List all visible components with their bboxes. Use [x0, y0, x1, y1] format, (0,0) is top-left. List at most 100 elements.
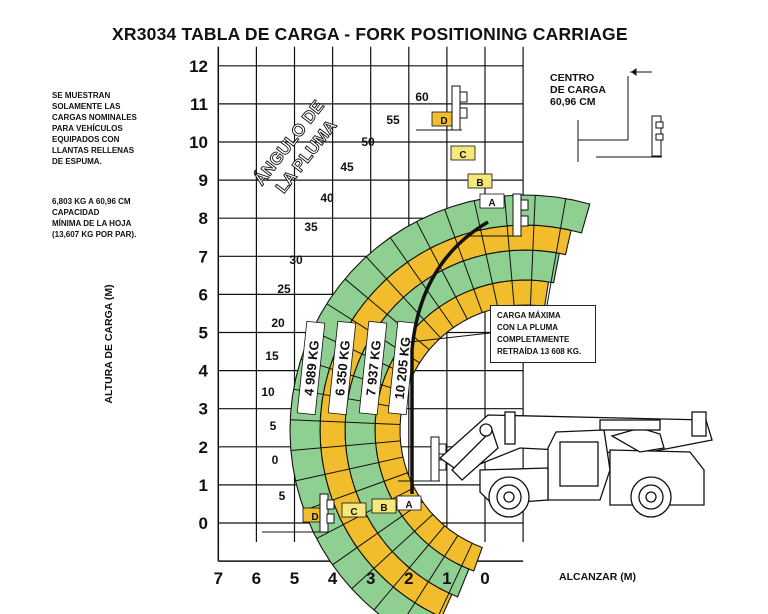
- angle-label: 15: [265, 349, 279, 363]
- note-line: (13,607 KG POR PAR).: [52, 230, 137, 239]
- fork-icon: [470, 193, 529, 237]
- zone-load-label: 6 350 KG: [332, 340, 353, 397]
- y-tick-label: 11: [190, 95, 208, 114]
- angle-label: 35: [304, 220, 318, 234]
- load-center-line: 60,96 CM: [550, 96, 596, 108]
- angle-label: 60: [415, 90, 429, 104]
- angle-label: 40: [320, 191, 334, 205]
- fork-capacity-note: 6,803 KG A 60,96 CM CAPACIDAD MÍNIMA DE …: [52, 196, 136, 240]
- zone-divider: [290, 440, 401, 451]
- note-line: DE ESPUMA.: [52, 157, 102, 166]
- note-line: SOLAMENTE LAS: [52, 102, 121, 111]
- zone-letter: C: [459, 150, 466, 161]
- callout-line: [409, 332, 491, 343]
- y-tick-label: 7: [199, 247, 208, 266]
- x-axis-label: ALCANZAR (M): [559, 571, 636, 583]
- angle-label: 25: [277, 282, 291, 296]
- zone-divider: [344, 278, 430, 351]
- angle-label: 10: [261, 385, 275, 399]
- note-line: PARA VEHÍCULOS: [52, 124, 123, 133]
- zone-divider: [416, 221, 468, 320]
- x-tick-label: 5: [290, 569, 299, 588]
- zone-letter: B: [476, 178, 483, 189]
- note-line: 6,803 KG A 60,96 CM: [52, 197, 131, 206]
- load-center-line: CENTRO: [550, 72, 595, 84]
- angle-label: 30: [289, 253, 303, 267]
- y-tick-label: 1: [199, 476, 208, 495]
- angle-label: 5: [279, 489, 286, 503]
- boom-boundary-curve: [410, 220, 489, 494]
- zone-load-group: 7 937 KG: [358, 320, 388, 416]
- zone-load-group: 6 350 KG: [327, 320, 357, 416]
- zone-divider: [473, 200, 499, 309]
- load-zone-band: [289, 194, 591, 614]
- foam-tire-note: SE MUESTRAN SOLAMENTE LAS CARGAS NOMINAL…: [52, 90, 137, 167]
- y-tick-label: 8: [199, 209, 208, 228]
- zone-divider: [295, 456, 404, 482]
- zone-load-box: [296, 320, 326, 416]
- x-tick-label: 6: [252, 569, 261, 588]
- note-line: CARGAS NOMINALES: [52, 113, 137, 122]
- zone-divider: [529, 195, 536, 306]
- zone-letter-box: [479, 193, 505, 209]
- x-tick-label: 0: [480, 569, 489, 588]
- max-load-line: CARGA MÁXIMA: [497, 311, 561, 320]
- zone-divider: [546, 198, 567, 307]
- y-tick-label: 0: [199, 514, 208, 533]
- zone-letter: B: [380, 503, 387, 514]
- y-tick-label: 12: [189, 57, 208, 76]
- chart-title: XR3034 TABLA DE CARGA - FORK POSITIONING…: [112, 24, 628, 44]
- boom-angle-title: ÁNGULO DE LA PLUMA: [250, 96, 341, 197]
- zone-divider: [389, 237, 454, 328]
- note-line: LLANTAS RELLENAS: [52, 146, 135, 155]
- zone-divider: [365, 256, 441, 339]
- zone-divider: [290, 419, 401, 426]
- zone-letter: C: [350, 507, 357, 518]
- zone-divider: [351, 514, 434, 590]
- y-tick-label: 4: [199, 362, 209, 381]
- y-tick-label: 5: [199, 324, 208, 343]
- zone-letter: A: [488, 198, 495, 209]
- zone-divider: [373, 525, 446, 611]
- fork-icon: [416, 85, 468, 131]
- zone-load-box: [327, 320, 357, 416]
- angle-label: 0: [272, 453, 279, 467]
- fork-icon: [398, 436, 447, 482]
- zone-load-label: 4 989 KG: [301, 340, 322, 397]
- angle-label: 5: [270, 419, 277, 433]
- load-center-label: CENTRO DE CARGA 60,96 CM: [550, 72, 606, 108]
- x-tick-label: 7: [214, 569, 223, 588]
- zone-load-label: 10 205 KG: [392, 336, 413, 400]
- y-tick-label: 2: [199, 438, 208, 457]
- y-tick-label: 3: [199, 400, 208, 419]
- note-line: MÍNIMA DE LA HOJA: [52, 219, 132, 228]
- y-tick-label: 10: [189, 133, 208, 152]
- y-tick-label: 6: [199, 285, 208, 304]
- zone-load-group: 4 989 KG: [296, 320, 326, 416]
- zone-divider: [438, 543, 473, 614]
- zone-letter: D: [311, 512, 318, 523]
- zone-letter-box: [450, 145, 476, 161]
- zone-letter-box: [467, 173, 493, 189]
- zone-divider: [444, 209, 483, 313]
- zone-letter-box: [341, 502, 367, 518]
- angle-label: 55: [386, 113, 400, 127]
- zone-divider: [332, 501, 423, 566]
- x-tick-label: 1: [442, 569, 451, 588]
- zone-letter-box: [371, 498, 397, 514]
- x-tick-label: 3: [366, 569, 375, 588]
- max-load-line: RETRAÍDA 13 608 KG.: [497, 347, 582, 356]
- max-load-callout: CARGA MÁXIMA CON LA PLUMA COMPLETAMENTE …: [490, 305, 596, 363]
- angle-label: 20: [271, 316, 285, 330]
- load-center-dimension: [577, 68, 664, 162]
- note-line: EQUIPADOS CON: [52, 135, 120, 144]
- max-load-line: COMPLETAMENTE: [497, 335, 570, 344]
- note-line: SE MUESTRAN: [52, 91, 111, 100]
- telehandler-illustration: [438, 411, 713, 518]
- zone-load-label: 7 937 KG: [363, 340, 384, 397]
- x-tick-label: 4: [328, 569, 338, 588]
